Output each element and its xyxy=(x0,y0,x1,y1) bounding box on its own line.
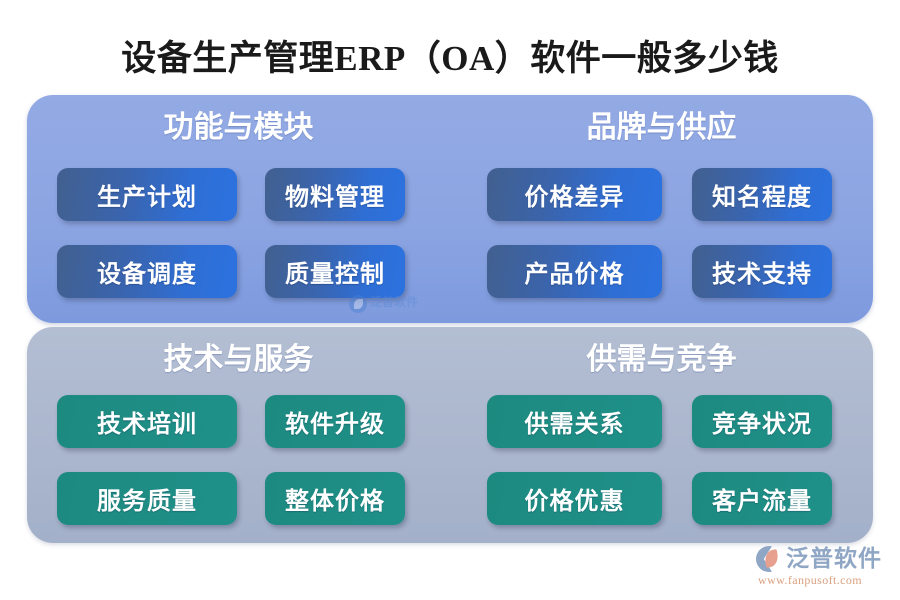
brand-name: 泛普软件 xyxy=(786,546,882,571)
brand-logo-row: 泛普软件 xyxy=(756,546,882,572)
group-supply-demand-competition: 供需与竞争 供需关系 竞争状况 价格优惠 客户流量 xyxy=(450,327,873,543)
chip-production-plan[interactable]: 生产计划 xyxy=(57,168,237,221)
chip-product-price[interactable]: 产品价格 xyxy=(487,245,662,298)
panel-bottom: 技术与服务 技术培训 软件升级 服务质量 整体价格 供需与竞争 供需关系 竞争状… xyxy=(27,327,873,543)
group-title-supply-demand-competition: 供需与竞争 xyxy=(586,343,737,376)
brand-url: www.fanpusoft.com xyxy=(758,573,863,587)
chip-customer-traffic[interactable]: 客户流量 xyxy=(692,472,832,525)
group-title-brand-supply: 品牌与供应 xyxy=(586,111,737,144)
group-brand-supply: 品牌与供应 价格差异 知名程度 产品价格 技术支持 xyxy=(450,95,873,323)
chip-price-difference[interactable]: 价格差异 xyxy=(487,168,662,221)
group-title-function-module: 功能与模块 xyxy=(163,111,314,144)
group-function-module: 功能与模块 生产计划 物料管理 设备调度 质量控制 xyxy=(27,95,450,323)
fanpu-logo-icon xyxy=(756,546,782,572)
panel-top: 功能与模块 生产计划 物料管理 设备调度 质量控制 品牌与供应 价格差异 知名程… xyxy=(27,95,873,323)
chip-overall-price[interactable]: 整体价格 xyxy=(265,472,405,525)
chip-service-quality[interactable]: 服务质量 xyxy=(57,472,237,525)
chip-software-upgrade[interactable]: 软件升级 xyxy=(265,395,405,448)
chip-supply-demand-relationship[interactable]: 供需关系 xyxy=(487,395,662,448)
chip-technical-support[interactable]: 技术支持 xyxy=(692,245,832,298)
chip-technical-training[interactable]: 技术培训 xyxy=(57,395,237,448)
chip-brand-awareness[interactable]: 知名程度 xyxy=(692,168,832,221)
chip-competition-status[interactable]: 竞争状况 xyxy=(692,395,832,448)
group-title-tech-service: 技术与服务 xyxy=(163,343,314,376)
brand-logo: 泛普软件 www.fanpusoft.com xyxy=(756,546,896,592)
chip-material-management[interactable]: 物料管理 xyxy=(265,168,405,221)
group-tech-service: 技术与服务 技术培训 软件升级 服务质量 整体价格 xyxy=(27,327,450,543)
chip-price-discount[interactable]: 价格优惠 xyxy=(487,472,662,525)
chip-quality-control[interactable]: 质量控制 xyxy=(265,245,405,298)
page-title: 设备生产管理ERP（OA）软件一般多少钱 xyxy=(121,39,779,78)
chip-equipment-scheduling[interactable]: 设备调度 xyxy=(57,245,237,298)
